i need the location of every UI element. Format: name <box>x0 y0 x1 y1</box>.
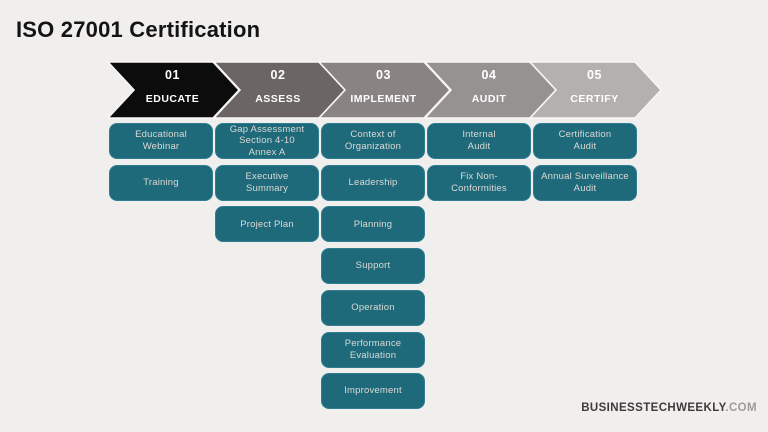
step-name: ASSESS <box>255 93 301 105</box>
process-box: Improvement <box>321 373 425 410</box>
process-box: Educational Webinar <box>109 123 213 159</box>
step-name: EDUCATE <box>145 93 200 105</box>
step-name: IMPLEMENT <box>350 93 417 105</box>
step-name: CERTIFY <box>570 93 619 105</box>
process-box: Certification Audit <box>533 123 637 159</box>
step-number: 02 <box>270 68 286 82</box>
step-name: AUDIT <box>471 93 507 105</box>
step-number: 03 <box>375 68 392 82</box>
process-box: Annual Surveillance Audit <box>533 164 637 201</box>
process-box: Performance Evaluation <box>321 331 425 368</box>
process-box: Executive Summary <box>215 164 319 201</box>
step-number: 01 <box>164 68 181 82</box>
brand-name: BUSINESSTECHWEEKLY <box>581 402 726 414</box>
step-number: 04 <box>481 68 497 82</box>
chevron-arrow-shape <box>529 61 662 119</box>
process-box: Project Plan <box>215 206 319 243</box>
process-box: Context of Organization <box>321 123 425 159</box>
process-box: Gap Assessment Section 4-10 Annex A <box>215 123 319 159</box>
process-box: Fix Non- Conformities <box>427 164 531 201</box>
process-box: Internal Audit <box>427 123 531 159</box>
page-title: ISO 27001 Certification <box>16 17 261 42</box>
process-box: Operation <box>321 289 425 326</box>
process-box: Leadership <box>321 164 425 201</box>
brand-suffix: .COM <box>725 402 757 414</box>
process-box: Support <box>321 248 425 285</box>
process-box: Training <box>109 164 213 201</box>
step-number: 05 <box>586 68 603 82</box>
process-box: Planning <box>321 206 425 243</box>
brand-footer: BUSINESSTECHWEEKLY.COM <box>581 402 757 414</box>
